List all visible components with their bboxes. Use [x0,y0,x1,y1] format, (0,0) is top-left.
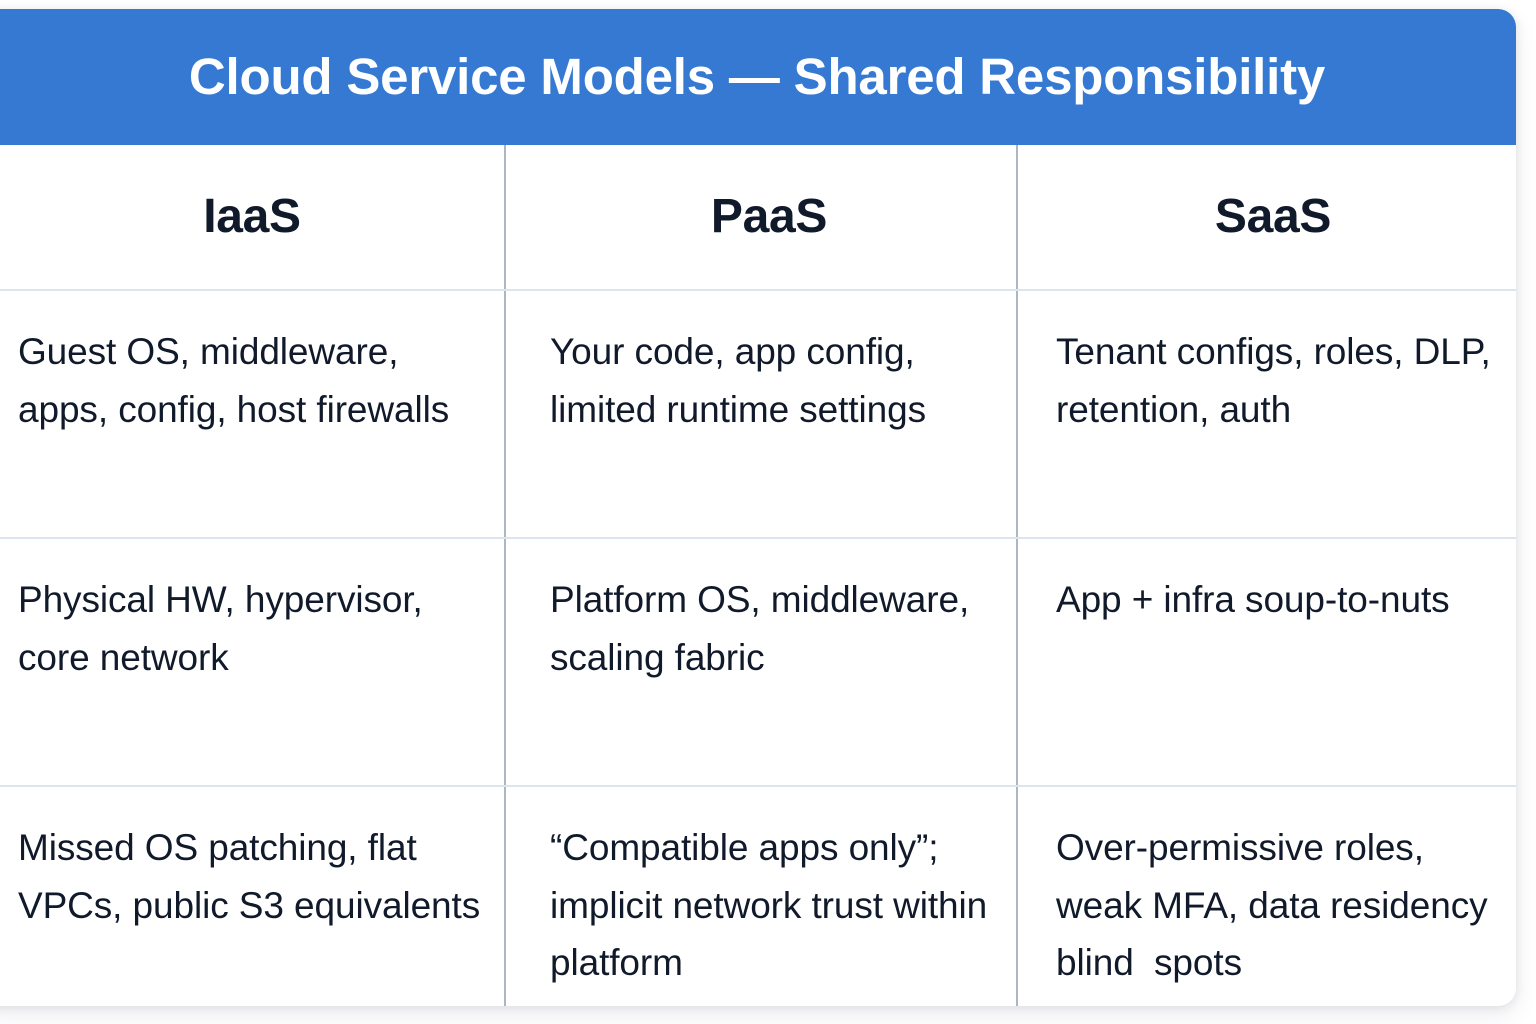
cell-text: Physical HW, hypervisor, core network [18,579,433,678]
column-header-label: PaaS [710,190,828,243]
table-cell-saas: Tenant configs, roles, DLP, retention, a… [1018,291,1516,537]
table-row: Guest OS, middleware, apps, config, host… [0,291,1516,539]
table-cell-paas: “Compatible apps only”; implicit network… [506,787,1018,1006]
card-banner: Cloud Service Models — Shared Responsibi… [0,9,1516,145]
table-header-cell-paas: PaaS [506,145,1018,289]
cell-text: Tenant configs, roles, DLP, retention, a… [1056,331,1501,430]
table-cell-iaas: Missed OS patching, flat VPCs, public S3… [0,787,506,1006]
table-header-cell-saas: SaaS [1018,145,1516,289]
table-cell-iaas: Physical HW, hypervisor, core network [0,539,506,785]
cell-text: Platform OS, middleware, scaling fabric [550,579,990,678]
cell-text: Guest OS, middleware, apps, config, host… [18,331,450,430]
table-cell-paas: Your code, app config, limited runtime s… [506,291,1018,537]
responsibility-card: Cloud Service Models — Shared Responsibi… [0,9,1516,1006]
table-cell-paas: Platform OS, middleware, scaling fabric [506,539,1018,785]
cell-text: Missed OS patching, flat VPCs, public S3… [18,827,481,926]
table-header-row: IaaS PaaS SaaS [0,145,1516,291]
table-cell-saas: App + infra soup-to-nuts [1018,539,1516,785]
page-title: Cloud Service Models — Shared Responsibi… [188,48,1326,106]
cell-text: App + infra soup-to-nuts [1056,579,1450,620]
table-cell-saas: Over-permissive roles, weak MFA, data re… [1018,787,1516,1006]
comparison-table: IaaS PaaS SaaS Guest OS, middleware, app… [0,145,1516,1006]
cell-text: “Compatible apps only”; implicit network… [550,827,998,984]
column-header-label: IaaS [203,190,301,243]
table-row: Missed OS patching, flat VPCs, public S3… [0,787,1516,1006]
table-header-cell-iaas: IaaS [0,145,506,289]
cell-text: Your code, app config, limited runtime s… [550,331,926,430]
column-header-label: SaaS [1214,190,1332,243]
table-row: Physical HW, hypervisor, core network Pl… [0,539,1516,787]
table-cell-iaas: Guest OS, middleware, apps, config, host… [0,291,506,537]
cell-text: Over-permissive roles, weak MFA, data re… [1056,827,1498,984]
